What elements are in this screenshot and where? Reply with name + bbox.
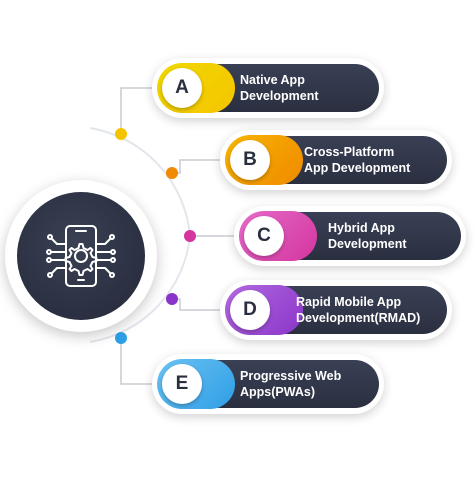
gear-circuit-icon <box>46 225 116 287</box>
connector-b <box>172 159 225 174</box>
item-badge-a: A <box>162 68 202 108</box>
item-label-a: Native App Development <box>240 73 319 103</box>
item-card-b: B Cross-Platform App Development <box>220 130 452 190</box>
hub-circle <box>5 180 157 332</box>
item-badge-e: E <box>162 364 202 404</box>
dot-d <box>166 293 178 305</box>
item-label-c: Hybrid App Development <box>328 221 407 251</box>
dot-b <box>166 167 178 179</box>
connector-a <box>120 87 158 134</box>
dot-a <box>115 128 127 140</box>
item-card-c: C Hybrid App Development <box>234 206 466 266</box>
item-badge-b: B <box>230 140 270 180</box>
dot-e <box>115 332 127 344</box>
item-label-d: Rapid Mobile App Development(RMAD) <box>296 295 421 325</box>
connector-e <box>120 338 158 385</box>
connector-d <box>172 298 225 311</box>
item-card-d: D Rapid Mobile App Development(RMAD) <box>220 280 452 340</box>
item-badge-c: C <box>244 216 284 256</box>
item-card-a: A Native App Development <box>152 58 384 118</box>
item-card-e: E Progressive Web Apps(PWAs) <box>152 354 384 414</box>
hub-inner <box>17 192 145 320</box>
dot-c <box>184 230 196 242</box>
item-badge-d: D <box>230 290 270 330</box>
item-label-b: Cross-Platform App Development <box>304 145 411 175</box>
item-label-e: Progressive Web Apps(PWAs) <box>240 369 342 399</box>
